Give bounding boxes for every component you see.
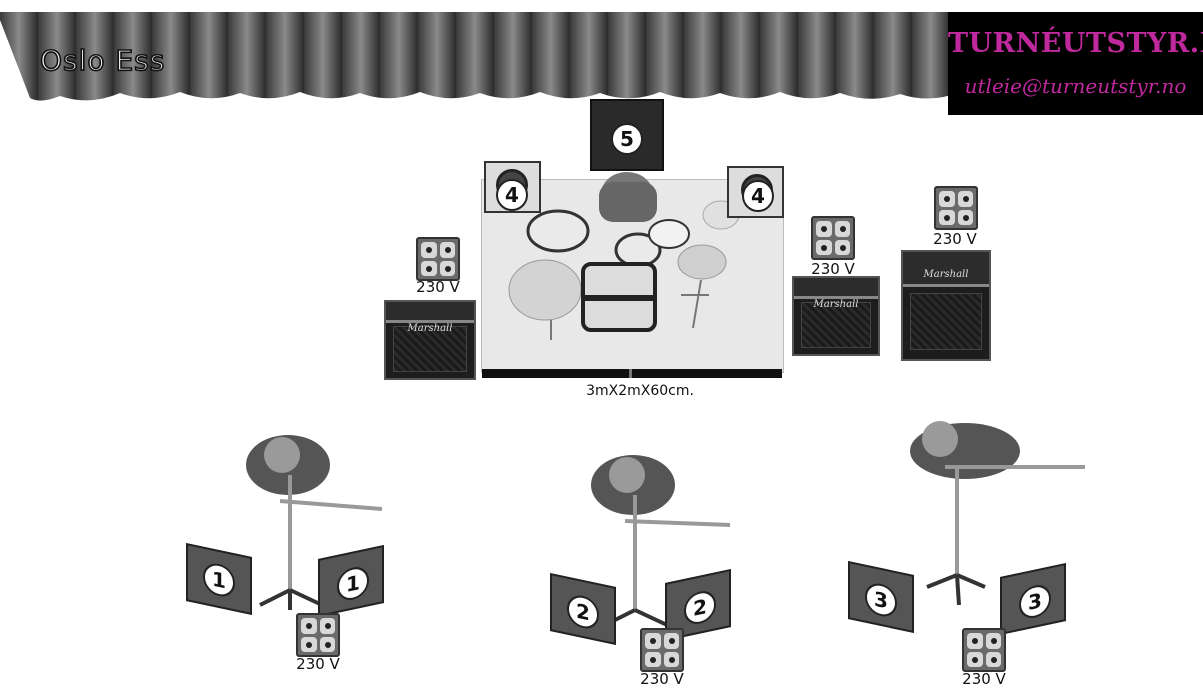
guitar-neck — [625, 521, 730, 525]
monitor-number-badge: 5 — [611, 123, 643, 155]
power-outlet — [934, 186, 978, 230]
monitor-number-badge: 3 — [1019, 582, 1051, 621]
company-logo: TURNÉUTSTYR.NO utleie@turneutstyr.no — [948, 12, 1203, 115]
riser-legs — [482, 369, 782, 378]
performer-head — [264, 437, 300, 473]
monitor-number-badge: 1 — [203, 561, 235, 600]
voltage-label: 230 V — [627, 670, 697, 688]
monitor-number-badge: 2 — [567, 593, 599, 632]
floor-tom — [528, 211, 588, 251]
drummer-body — [599, 182, 657, 222]
voltage-label: 230 V — [949, 670, 1019, 688]
monitor-number-badge: 4 — [742, 180, 774, 212]
crash-cymbal — [509, 260, 581, 320]
amp-brand: Marshall — [794, 299, 878, 310]
guitar-neck — [280, 501, 382, 509]
power-outlet — [962, 628, 1006, 672]
logo-name: TURNÉUTSTYR.NO — [948, 28, 1203, 59]
monitor-number-badge: 4 — [496, 179, 528, 211]
amp-brand: Marshall — [386, 323, 474, 334]
bass-amp-stack: Marshall — [901, 250, 991, 361]
wedge-monitor-3-right: 3 — [1000, 563, 1066, 635]
amp-brand: Marshall — [903, 269, 989, 280]
band-name: Oslo Ess — [40, 44, 165, 77]
voltage-label: 230 V — [920, 230, 990, 248]
guitar-amp-left: Marshall — [384, 300, 476, 380]
power-outlet — [811, 216, 855, 260]
riser-dimensions: 3mX2mX60cm. — [540, 383, 740, 399]
power-outlet — [640, 628, 684, 672]
drum-side-monitor-right: 4 — [727, 166, 784, 218]
power-outlet — [416, 237, 460, 281]
power-outlet — [296, 613, 340, 657]
ride-cymbal — [678, 245, 726, 279]
monitor-number-badge: 1 — [337, 564, 369, 603]
logo-email: utleie@turneutstyr.no — [948, 74, 1203, 98]
voltage-label: 230 V — [403, 278, 473, 296]
performer-head — [609, 457, 645, 493]
guitar-amp-right: Marshall — [792, 276, 880, 356]
performer-head — [922, 421, 958, 457]
riser-divider — [629, 369, 632, 378]
drum-side-monitor-left: 4 — [484, 161, 541, 213]
monitor-number-badge: 2 — [684, 588, 716, 627]
voltage-label: 230 V — [283, 655, 353, 673]
monitor-number-badge: 3 — [865, 581, 897, 620]
snare — [649, 220, 689, 248]
